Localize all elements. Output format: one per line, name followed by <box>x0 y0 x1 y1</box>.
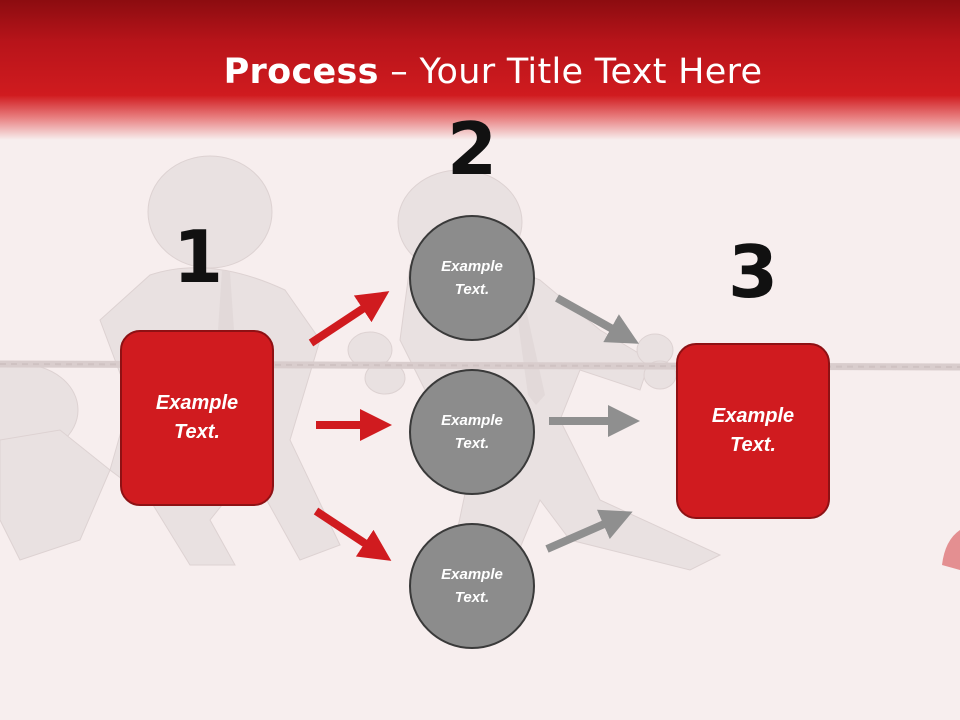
right-box-text: Example Text. <box>711 405 795 456</box>
left-process-box[interactable]: Example Text. <box>120 330 274 506</box>
red-arrow-up <box>308 291 390 347</box>
right-process-box[interactable]: Example Text. <box>676 343 830 519</box>
circle-bottom-text: Example Text. <box>441 566 503 606</box>
circle-top[interactable]: Example Text. <box>409 215 535 341</box>
slide-title: Process – Your Title Text Here <box>0 52 960 92</box>
title-bar <box>0 0 960 140</box>
circle-middle[interactable]: Example Text. <box>409 369 535 495</box>
left-box-text: Example Text. <box>155 392 239 443</box>
gray-arrow-up <box>545 509 633 553</box>
red-arrow-down <box>313 507 392 561</box>
title-bold: Process <box>223 52 379 92</box>
gray-arrow-down <box>555 294 639 344</box>
step-number-3: 3 <box>727 230 779 314</box>
circle-middle-text: Example Text. <box>441 412 503 452</box>
step-number-1: 1 <box>172 215 224 299</box>
step-number-2: 2 <box>446 107 498 191</box>
title-rest: – Your Title Text Here <box>378 52 763 92</box>
circle-bottom[interactable]: Example Text. <box>409 523 535 649</box>
circle-top-text: Example Text. <box>441 258 503 298</box>
